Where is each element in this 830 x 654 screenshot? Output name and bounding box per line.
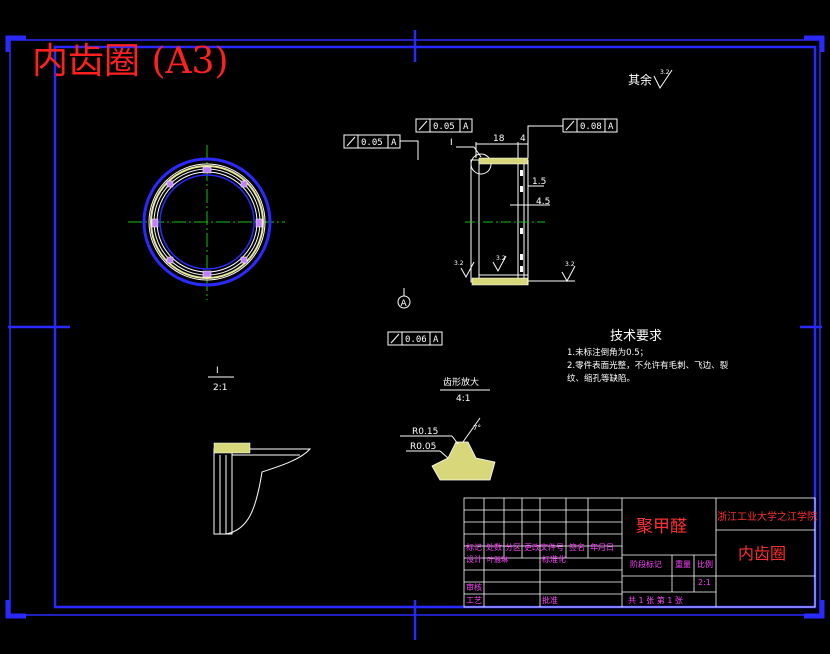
tolerance-frame-top-right: 0.08 A [527, 118, 618, 145]
svg-text:标准化: 标准化 [542, 554, 566, 564]
svg-text:4:1: 4:1 [456, 394, 470, 404]
tolerance-frame-top-left: 0.05 A [343, 134, 419, 160]
svg-text:7°: 7° [473, 424, 481, 432]
roughness-note-label: 其余 [628, 72, 652, 87]
svg-text:A: A [391, 138, 397, 148]
svg-text:R0.15: R0.15 [412, 427, 438, 437]
datum-symbol: A [397, 288, 411, 309]
svg-text:比例: 比例 [697, 559, 713, 569]
svg-text:叶雅琳: 叶雅琳 [487, 555, 508, 564]
svg-text:阶段标记: 阶段标记 [630, 559, 662, 569]
roughness-note-symbol [653, 69, 673, 89]
corner-markers [5, 35, 825, 619]
outer-border [9, 39, 821, 616]
svg-text:处数: 处数 [486, 542, 502, 552]
svg-text:共 1 张 第 1 张: 共 1 张 第 1 张 [628, 595, 683, 605]
svg-text:I: I [216, 366, 219, 376]
svg-text:A: A [463, 122, 469, 132]
title-block [463, 497, 816, 608]
svg-text:3.2: 3.2 [496, 255, 506, 262]
svg-text:4: 4 [520, 134, 526, 144]
title-block-text: 聚甲醛 浙江工业大学之江学院 内齿圈 标记 处数 分区 更改文件号 签名 年月日… [466, 510, 817, 605]
center-markers [8, 30, 822, 640]
svg-text:设计: 设计 [466, 554, 482, 564]
svg-text:R0.05: R0.05 [410, 442, 436, 452]
roughness-note-value: 3.2 [660, 69, 670, 76]
detail-mark-label: I [450, 138, 453, 148]
material-label: 聚甲醛 [636, 517, 687, 537]
part-name-label: 内齿圈 [738, 544, 786, 563]
svg-text:批准: 批准 [542, 595, 558, 605]
svg-text:审核: 审核 [466, 582, 482, 592]
svg-text:2:1: 2:1 [698, 578, 711, 587]
svg-text:年月日: 年月日 [590, 542, 614, 552]
ring-section-view: I 18 4 4.5 1.5 3.2 3.2 [450, 134, 576, 286]
svg-text:0.05: 0.05 [433, 122, 455, 132]
svg-text:A: A [433, 335, 439, 345]
svg-text:重量: 重量 [675, 559, 691, 569]
svg-text:3.2: 3.2 [454, 260, 464, 267]
svg-text:18: 18 [493, 134, 505, 144]
svg-text:分区: 分区 [505, 543, 521, 552]
svg-text:0.06: 0.06 [405, 335, 427, 345]
technical-requirements: 技术要求 1.未标注倒角为0.5； 2.零件表面光整，不允许有毛刺、飞边、裂 纹… [567, 329, 729, 384]
detail-view-i: I 2:1 [208, 366, 312, 535]
svg-text:签名: 签名 [569, 542, 585, 552]
school-label: 浙江工业大学之江学院 [717, 510, 817, 523]
svg-text:0.08: 0.08 [580, 122, 602, 132]
svg-text:3.2: 3.2 [565, 261, 575, 268]
svg-text:工艺: 工艺 [466, 596, 482, 605]
drawing-title: 内齿圈 (A3) [32, 41, 228, 82]
tolerance-frame-bottom: 0.06 A [387, 331, 443, 346]
svg-text:2:1: 2:1 [213, 383, 227, 393]
svg-text:标记: 标记 [466, 542, 482, 552]
svg-text:4.5: 4.5 [536, 197, 550, 207]
svg-text:纹、缩孔等缺陷。: 纹、缩孔等缺陷。 [567, 373, 635, 384]
tolerance-frame-top-mid: 0.05 A [415, 118, 473, 133]
svg-text:A: A [401, 299, 408, 309]
svg-text:A: A [608, 122, 614, 132]
ring-front-view [128, 145, 285, 300]
svg-text:0.05: 0.05 [361, 138, 383, 148]
svg-text:技术要求: 技术要求 [610, 329, 662, 344]
svg-text:1.5: 1.5 [532, 177, 546, 187]
tooth-profile-view: 齿形放大 4:1 R0.15 R0.05 7° [400, 376, 496, 481]
svg-text:1.未标注倒角为0.5；: 1.未标注倒角为0.5； [567, 347, 648, 358]
svg-text:齿形放大: 齿形放大 [443, 376, 479, 388]
svg-text:更改文件号: 更改文件号 [524, 542, 564, 552]
svg-text:2.零件表面光整，不允许有毛刺、飞边、裂: 2.零件表面光整，不允许有毛刺、飞边、裂 [567, 360, 729, 371]
